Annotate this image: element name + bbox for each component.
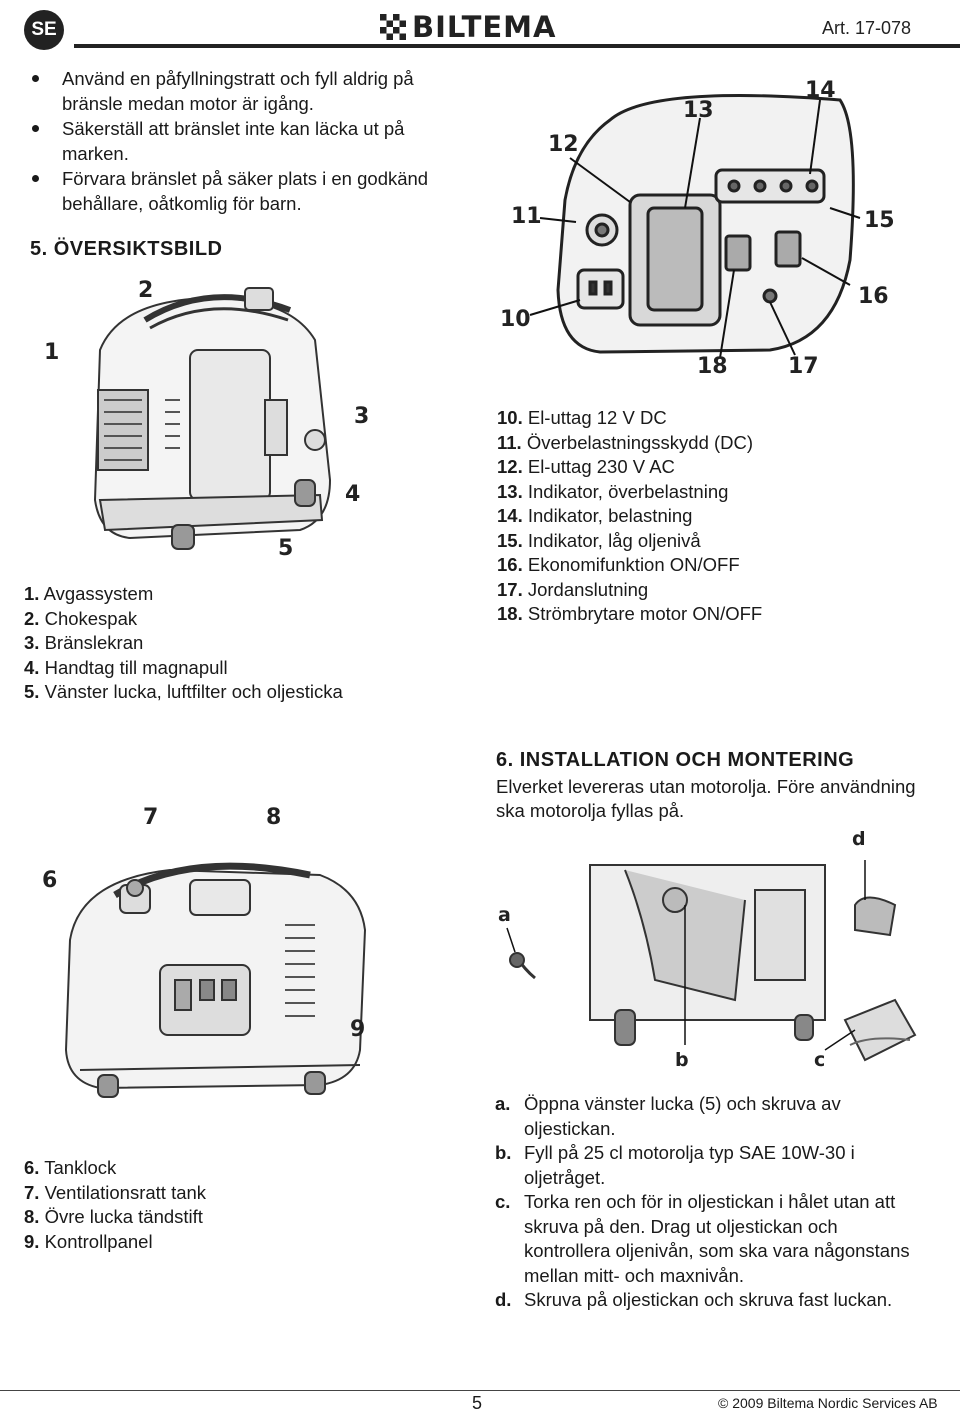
callout-3: 3 [354, 404, 370, 429]
list-item: 5. Vänster lucka, luftfilter och oljesti… [24, 681, 343, 702]
callout-18: 18 [697, 354, 728, 379]
step-item: b.Fyll på 25 cl motorolja typ SAE 10W-30… [495, 1142, 855, 1188]
list-item: 17. Jordanslutning [497, 578, 649, 600]
list-item: 16. Ekonomifunktion ON/OFF [497, 554, 740, 575]
callout-8: 8 [266, 805, 282, 830]
list-item: 1. Avgassystem [24, 583, 154, 604]
installation-intro: Elverket levereras utan motorolja. Före … [496, 776, 916, 821]
control-panel-illustration [529, 94, 861, 359]
oil-filling-illustration [506, 860, 917, 1062]
article-number: Art. 17-078 [822, 18, 912, 38]
copyright: © 2009 Biltema Nordic Services AB [718, 1395, 938, 1411]
list-item: 6. Tanklock [24, 1157, 117, 1178]
callout-7: 7 [143, 805, 159, 830]
brand-logo: BILTEMA [380, 10, 580, 44]
callout-6: 6 [42, 868, 58, 893]
second-parts-list: 6. Tanklock 7. Ventilationsratt tank 8. … [24, 1156, 404, 1254]
list-item: 13. Indikator, överbelastning [497, 480, 729, 502]
overview-title: 5. ÖVERSIKTSBILD [30, 238, 223, 260]
header-rule [74, 44, 960, 48]
footer-rule [0, 1390, 960, 1391]
callout-10: 10 [500, 307, 531, 332]
figure-letter-b: b [675, 1049, 689, 1071]
list-item: 15. Indikator, låg oljenivå [497, 529, 701, 551]
language-badge: SE [24, 10, 64, 50]
callout-2: 2 [138, 278, 154, 303]
figure-letter-d: d [852, 828, 866, 850]
list-item: 4. Handtag till magnapull [24, 656, 228, 678]
list-item: 8. Övre lucka tändstift [24, 1206, 203, 1227]
panel-parts-list: 10. El-uttag 12 V DC 11. Överbelastnings… [497, 406, 937, 627]
callout-5: 5 [278, 536, 294, 561]
generator-side-illustration [93, 287, 332, 550]
list-item: 9. Kontrollpanel [24, 1230, 153, 1252]
list-item: 10. El-uttag 12 V DC [497, 407, 667, 428]
list-item: 11. Överbelastningsskydd (DC) [497, 431, 754, 453]
list-item: 3. Bränslekran [24, 632, 144, 653]
fuel-safety-bullets: Använd en påfyllningstratt och fyll aldr… [30, 66, 470, 216]
callout-11: 11 [511, 204, 542, 229]
bullet-item: Använd en påfyllningstratt och fyll aldr… [30, 66, 470, 116]
bullet-item: Förvara bränslet på säker plats i en god… [30, 166, 470, 216]
generator-front-illustration [64, 862, 367, 1098]
installation-title: 6. INSTALLATION OCH MONTERING [496, 749, 855, 771]
callout-14: 14 [805, 78, 836, 103]
list-item: 12. El-uttag 230 V AC [497, 456, 675, 477]
callout-16: 16 [858, 284, 889, 309]
step-item: c.Torka ren och för in oljestickan i hål… [495, 1191, 910, 1286]
figure-letter-a: a [498, 904, 511, 926]
step-item: a.Öppna vänster lucka (5) och skruva av … [495, 1093, 841, 1139]
callout-13: 13 [683, 98, 714, 123]
callout-17: 17 [788, 354, 819, 379]
figure-letter-c: c [814, 1049, 826, 1071]
callout-4: 4 [345, 482, 361, 507]
callout-9: 9 [350, 1017, 366, 1042]
list-item: 14. Indikator, belastning [497, 505, 693, 526]
callout-15: 15 [864, 208, 895, 233]
page-number: 5 [472, 1393, 483, 1413]
callout-12: 12 [548, 132, 579, 157]
list-item: 7. Ventilationsratt tank [24, 1181, 207, 1203]
main-parts-list: 1. Avgassystem 2. Chokespak 3. Bränslekr… [24, 582, 464, 705]
checker-logo-icon [380, 14, 406, 40]
step-item: d.Skruva på oljestickan och skruva fast … [495, 1289, 893, 1310]
brand-name: BILTEMA [412, 10, 557, 44]
callout-1: 1 [44, 340, 60, 365]
bullet-item: Säkerställ att bränslet inte kan läcka u… [30, 116, 470, 166]
installation-steps: a.Öppna vänster lucka (5) och skruva av … [495, 1092, 925, 1313]
list-item: 2. Chokespak [24, 607, 138, 629]
list-item: 18. Strömbrytare motor ON/OFF [497, 603, 763, 624]
